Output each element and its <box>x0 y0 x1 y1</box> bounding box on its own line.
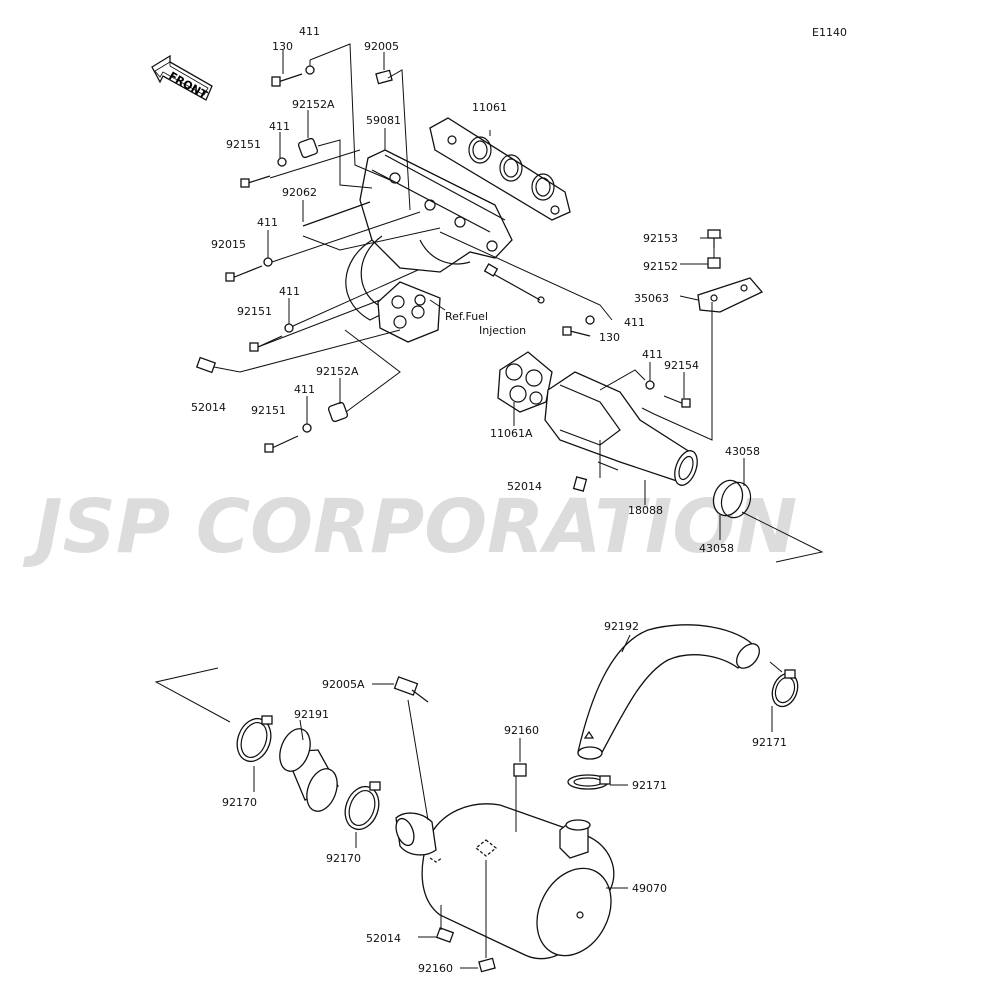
plug-92005 <box>375 69 393 85</box>
callout-18088: 18088 <box>628 504 663 517</box>
ref-injection-label: Injection <box>479 324 526 337</box>
bolt-92154 <box>663 395 691 408</box>
assembly-link-line <box>154 667 231 723</box>
callout-92160-a: 92160 <box>504 724 539 737</box>
watermark: JSP CORPORATION <box>22 484 797 570</box>
bolt-130-b <box>562 326 591 337</box>
callout-92152a-top: 92152A <box>292 98 335 111</box>
pad-92160-top <box>513 763 527 777</box>
collar-92152 <box>707 257 721 269</box>
callout-130-top: 130 <box>272 40 293 53</box>
callout-92171-b: 92171 <box>632 779 667 792</box>
exhaust-pipe-18088 <box>544 371 698 486</box>
callout-92191: 92191 <box>294 708 329 721</box>
bolt-92151-a <box>240 175 271 188</box>
callout-92062: 92062 <box>282 186 317 199</box>
upper-leader-lines <box>213 43 824 563</box>
hose-sleeve-92191 <box>279 728 339 812</box>
callout-411-d: 411 <box>279 285 300 298</box>
callout-411-top: 411 <box>299 25 320 38</box>
callout-411-g: 411 <box>642 348 663 361</box>
callout-49070: 49070 <box>632 882 667 895</box>
callout-411-b: 411 <box>269 120 290 133</box>
callout-92151-b: 92151 <box>237 305 272 318</box>
callout-11061: 11061 <box>472 101 507 114</box>
diagram-code: E1140 <box>812 26 847 39</box>
callout-92151-c: 92151 <box>251 404 286 417</box>
hose-clamp-92170-left <box>236 715 273 763</box>
callout-52014-c: 52014 <box>366 932 401 945</box>
washer-411-b <box>277 157 287 167</box>
callout-11061a: 11061A <box>490 427 533 440</box>
callout-43058-b: 43058 <box>699 542 734 555</box>
washer-411-d <box>284 323 294 333</box>
bracket-35063 <box>697 277 764 313</box>
lower-assembly <box>236 624 799 973</box>
fitting-92005a <box>393 676 429 703</box>
callout-92005: 92005 <box>364 40 399 53</box>
washer-411-top <box>305 65 315 75</box>
collar-92152a-top <box>297 137 319 159</box>
callout-92171-a: 92171 <box>752 736 787 749</box>
callout-52014-a: 52014 <box>191 401 226 414</box>
o-ring-43058 <box>712 479 752 519</box>
washer-411-c <box>263 257 273 267</box>
callout-92153: 92153 <box>643 232 678 245</box>
callout-43058-a: 43058 <box>725 445 760 458</box>
callout-130-b: 130 <box>599 331 620 344</box>
callout-92005a: 92005A <box>322 678 365 691</box>
callout-labels: 411 130 92005 92152A 411 59081 11061 921… <box>191 25 787 975</box>
callout-411-e: 411 <box>624 316 645 329</box>
callout-92192: 92192 <box>604 620 639 633</box>
stud-92015 <box>225 265 263 282</box>
fitting-52014-b <box>572 476 588 492</box>
bolt-92153 <box>707 229 721 248</box>
callout-52014-b: 52014 <box>507 480 542 493</box>
washer-411-f <box>302 423 312 433</box>
hose-clamp-92171-center <box>567 774 611 790</box>
ref-fuel-label: Ref.Fuel <box>445 310 488 323</box>
callout-92152a-b: 92152A <box>316 365 359 378</box>
exhaust-hose-92192 <box>577 624 760 760</box>
watermark-text: JSP CORPORATION <box>22 484 797 570</box>
bolt-92151-c <box>264 435 299 453</box>
hose-clamp-92171-right <box>771 669 799 708</box>
callout-92154: 92154 <box>664 359 699 372</box>
callout-92152: 92152 <box>643 260 678 273</box>
fitting-52014-a <box>195 356 217 374</box>
lower-leader-lines <box>253 634 783 969</box>
fitting-52014-c <box>435 927 455 943</box>
callout-92151-a: 92151 <box>226 138 261 151</box>
callout-411-f: 411 <box>294 383 315 396</box>
callout-92160-b: 92160 <box>418 962 453 975</box>
pad-92160-bottom <box>478 957 496 973</box>
washer-411-g <box>645 380 655 390</box>
callout-92015: 92015 <box>211 238 246 251</box>
callout-92170-b: 92170 <box>326 852 361 865</box>
callout-59081: 59081 <box>366 114 401 127</box>
upper-assembly <box>195 43 824 563</box>
front-arrow-icon: FRONT <box>151 54 213 102</box>
callout-35063: 35063 <box>634 292 669 305</box>
gasket-11061a <box>497 351 553 413</box>
muffler-49070 <box>395 803 615 960</box>
sensor-wire <box>483 263 545 304</box>
exhaust-manifold-59081 <box>345 149 513 321</box>
bolt-130-top <box>271 73 303 87</box>
callout-411-c: 411 <box>257 216 278 229</box>
manifold-gasket-11061 <box>429 117 571 221</box>
washer-411-e <box>585 315 595 325</box>
stud-92062 <box>302 201 371 227</box>
manifold-outlet-flange <box>377 281 441 343</box>
collar-92152a-b <box>327 401 349 423</box>
hose-clamp-92170-right <box>344 781 381 831</box>
callout-92170-a: 92170 <box>222 796 257 809</box>
